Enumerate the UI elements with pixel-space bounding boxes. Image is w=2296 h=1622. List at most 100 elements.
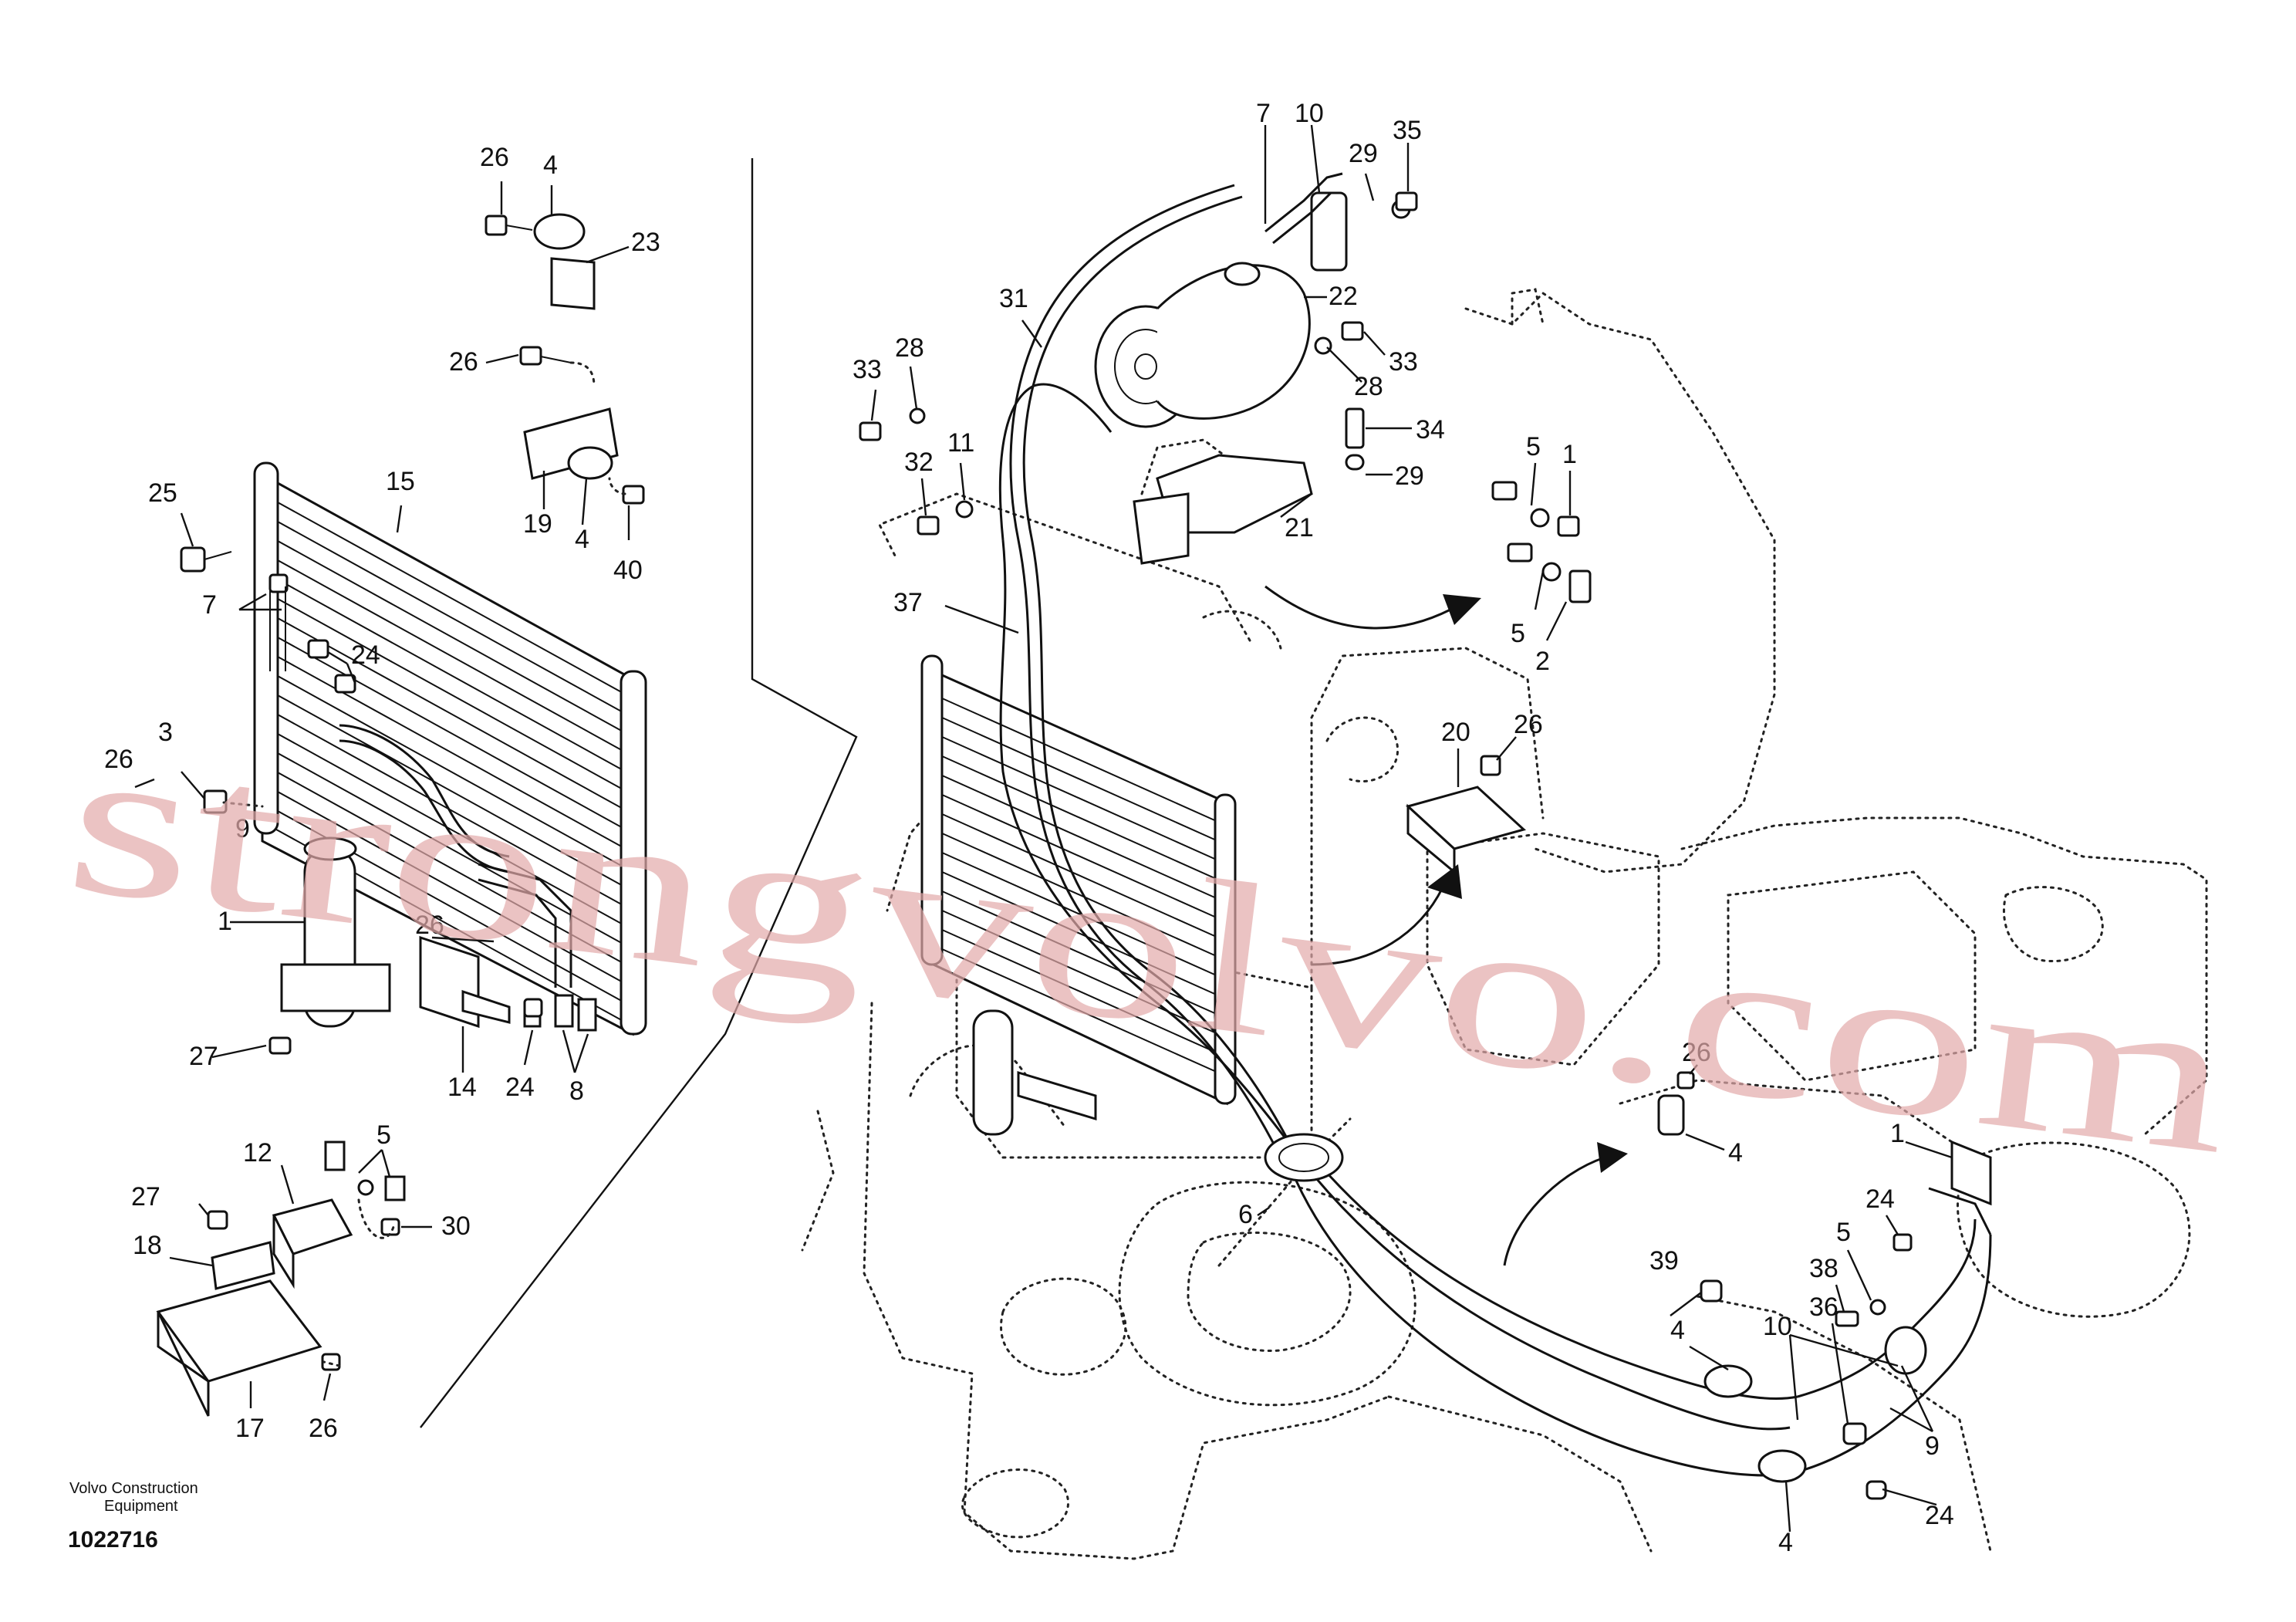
- bolt-30: [380, 1218, 400, 1236]
- bolt-33: [859, 421, 882, 441]
- callout-24: 24: [505, 1073, 535, 1102]
- callout-40: 40: [613, 556, 643, 585]
- bracket-17: [156, 1279, 322, 1383]
- callout-19: 19: [523, 509, 552, 539]
- grommet-6: [1264, 1133, 1344, 1182]
- callout-26: 26: [449, 347, 478, 377]
- callout-7: 7: [202, 590, 217, 620]
- bolt-33-right: [1341, 321, 1364, 341]
- callout-2: 2: [1535, 647, 1550, 676]
- nut-24b: [334, 674, 356, 694]
- callout-22: 22: [1329, 282, 1358, 311]
- bolt-34: [1345, 407, 1365, 449]
- callout-24: 24: [1925, 1501, 1954, 1530]
- callout-4: 4: [575, 525, 589, 554]
- callout-15: 15: [386, 467, 415, 496]
- callout-26: 26: [1514, 710, 1543, 739]
- callout-26: 26: [1682, 1038, 1711, 1067]
- assembly-arrows: [1264, 585, 1628, 1266]
- condenser-right-tank: [620, 670, 647, 1036]
- hose-to-rear: [1310, 1172, 1791, 1431]
- callout-4: 4: [1778, 1528, 1793, 1557]
- nut-24a: [307, 639, 329, 659]
- company-line-2: Equipment: [104, 1498, 178, 1515]
- bolt-35: [1395, 191, 1418, 211]
- nut-24c: [523, 998, 543, 1018]
- callout-11: 11: [947, 428, 974, 458]
- callout-33: 33: [1389, 347, 1418, 377]
- fitting-5a: [324, 1140, 346, 1171]
- compressor-body: [1156, 264, 1311, 420]
- bolt-26-clamp: [1676, 1071, 1695, 1090]
- callout-9: 9: [1925, 1431, 1940, 1461]
- callout-labels: 26 4 23 26 19 4 40 25 15 7 24 3 26 9 1 2…: [104, 99, 1954, 1557]
- clamp-4-a: [1703, 1364, 1753, 1398]
- callout-14: 14: [447, 1073, 477, 1102]
- compressor-assembly: [998, 172, 1992, 1483]
- company-line-1: Volvo Construction: [69, 1480, 198, 1497]
- washer-28-right: [1314, 336, 1332, 355]
- callout-9: 9: [235, 814, 250, 843]
- callout-23: 23: [631, 228, 660, 257]
- callout-26: 26: [415, 911, 444, 940]
- clamp-group-top: [485, 213, 645, 505]
- callout-26: 26: [104, 745, 133, 774]
- callout-30: 30: [441, 1211, 471, 1241]
- bracket-18: [211, 1241, 275, 1290]
- callout-1: 1: [1562, 440, 1577, 469]
- callout-26: 26: [480, 143, 509, 172]
- callout-20: 20: [1441, 718, 1470, 747]
- condenser-hose: [339, 724, 510, 858]
- nut-39: [1700, 1279, 1723, 1303]
- callout-7: 7: [1256, 99, 1271, 128]
- bolt-26-top: [485, 215, 508, 236]
- condenser-inset: [156, 158, 858, 1428]
- receiver-drier-installed: [972, 1009, 1014, 1136]
- callout-5: 5: [376, 1120, 391, 1150]
- callout-26: 26: [309, 1414, 338, 1443]
- callout-10: 10: [1763, 1312, 1792, 1341]
- fasteners-left: [180, 546, 543, 1055]
- fitting-5-upper: [1491, 481, 1518, 501]
- leader-lines: [134, 124, 1953, 1532]
- washer-11: [955, 500, 974, 519]
- inset-divider: [420, 158, 858, 1428]
- clamp-4-b: [1757, 1449, 1807, 1483]
- callout-5: 5: [1511, 619, 1525, 648]
- drier-bracket: [280, 963, 391, 1012]
- oring-5: [1869, 1299, 1886, 1316]
- callout-35: 35: [1393, 116, 1422, 145]
- clamp-9: [1884, 1326, 1927, 1375]
- clamp-1: [1950, 1140, 1992, 1206]
- callout-33: 33: [853, 355, 882, 384]
- callout-10: 10: [1295, 99, 1324, 128]
- callout-1: 1: [1890, 1119, 1905, 1148]
- callout-5: 5: [1526, 432, 1541, 461]
- callout-24: 24: [351, 640, 380, 670]
- nut-24-right: [1893, 1233, 1913, 1252]
- footer-block: Volvo Construction Equipment 1022716: [68, 1480, 198, 1553]
- callout-29: 29: [1349, 139, 1378, 168]
- hose-fitting-10: [1310, 191, 1348, 272]
- callout-4: 4: [1728, 1138, 1743, 1168]
- callout-5: 5: [1836, 1218, 1851, 1247]
- bolt-26-right: [1480, 755, 1501, 776]
- bracket-23: [550, 257, 596, 310]
- callout-37: 37: [893, 588, 923, 617]
- clamp-4-mid: [567, 446, 613, 480]
- callout-1: 1: [218, 907, 232, 936]
- callout-4: 4: [1670, 1316, 1685, 1345]
- bolt-40: [622, 485, 645, 505]
- bolt-27: [268, 1036, 292, 1055]
- callout-18: 18: [133, 1231, 162, 1260]
- condenser-left-tank: [253, 461, 279, 835]
- callout-29: 29: [1395, 461, 1424, 491]
- callout-24: 24: [1866, 1184, 1895, 1214]
- bolt-25: [180, 546, 206, 573]
- callout-25: 25: [148, 478, 177, 508]
- callout-4: 4: [543, 150, 558, 180]
- callout-3: 3: [158, 718, 173, 747]
- washer-28: [909, 407, 926, 424]
- document-number: 1022716: [68, 1527, 158, 1553]
